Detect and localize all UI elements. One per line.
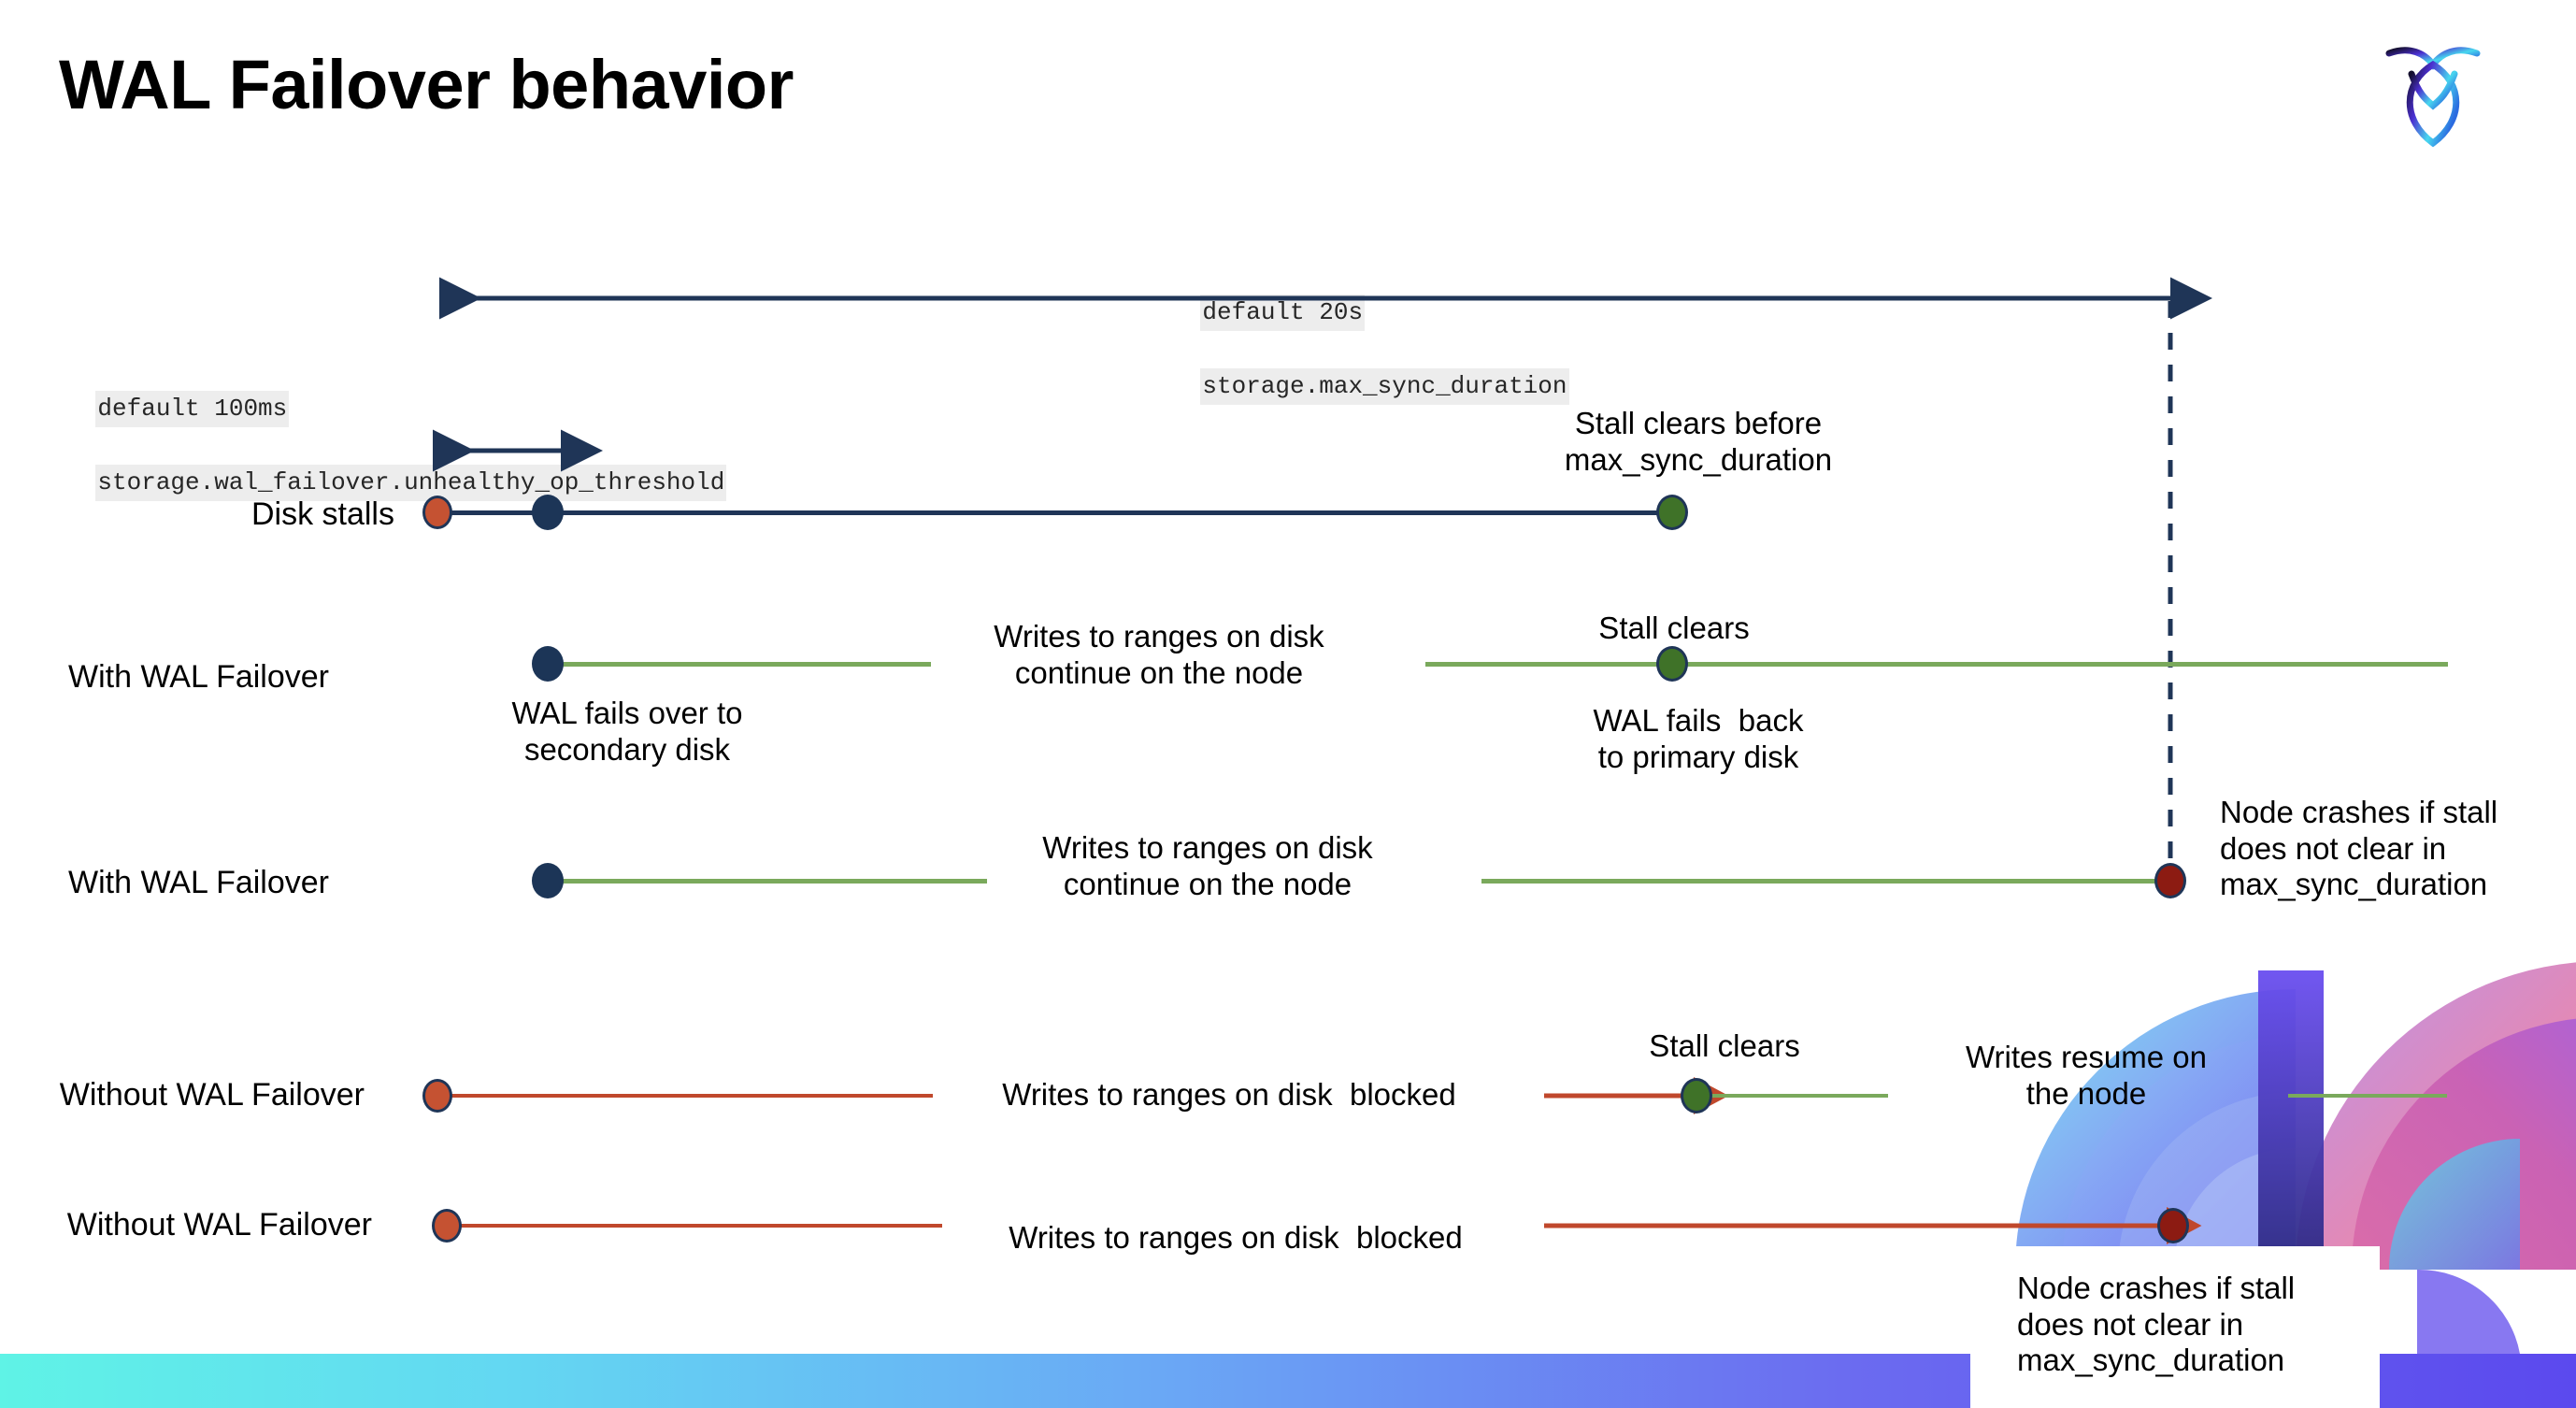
- annotation-wal-fails-over: WAL fails over to secondary disk: [511, 696, 743, 767]
- without-wal-failover-2-crash-dot: [2157, 1208, 2189, 1243]
- without-wal-failover-1-clear-dot: [1681, 1078, 1712, 1113]
- annotation-node-crashes-1: Node crashes if stall does not clear in …: [2220, 795, 2498, 902]
- annotation-wal-fails-back: WAL fails back to primary disk: [1593, 703, 1804, 774]
- with-wal-failover-2-segment-b: [1481, 879, 2164, 884]
- max-sync-duration-callout: default 20s storage.max_sync_duration: [1142, 257, 1569, 442]
- annotation-stall-clears-1: Stall clears: [1598, 611, 1750, 645]
- disk-stalls-threshold-dot: [532, 495, 564, 530]
- with-wal-failover-1-segment-b: [1425, 662, 2448, 667]
- without-wal-failover-2-start-dot: [432, 1209, 462, 1243]
- row-label-with-wal-failover-2: With WAL Failover: [68, 865, 329, 900]
- with-wal-failover-1-segment-a: [548, 662, 931, 667]
- annotation-writes-resume: Writes resume on the node: [1966, 1040, 2207, 1111]
- annotation-node-crashes-2: Node crashes if stall does not clear in …: [2017, 1271, 2296, 1378]
- without-wal-failover-1-start-dot: [422, 1079, 452, 1113]
- disk-stalls-clear-dot: [1656, 495, 1688, 530]
- unhealthy-op-threshold-callout: default 100ms storage.wal_failover.unhea…: [37, 353, 727, 539]
- annotation-writes-continue-2: Writes to ranges on disk continue on the…: [1042, 830, 1373, 901]
- annotation-stall-clears-2: Stall clears: [1649, 1028, 1800, 1063]
- with-wal-failover-2-failover-dot: [532, 863, 564, 898]
- max-sync-duration-name: storage.max_sync_duration: [1200, 367, 1569, 406]
- page-title: WAL Failover behavior: [59, 46, 794, 123]
- max-sync-duration-default: default 20s: [1200, 294, 1366, 332]
- without-wal-failover-1-segment-b: [1710, 1094, 1888, 1098]
- disk-stalls-start-dot: [422, 496, 452, 529]
- unhealthy-op-threshold-default: default 100ms: [95, 390, 290, 428]
- with-wal-failover-1-clear-dot: [1656, 646, 1688, 682]
- node-crashes-callout-box: Node crashes if stall does not clear in …: [1970, 1246, 2380, 1408]
- annotation-writes-blocked-2: Writes to ranges on disk blocked: [1009, 1220, 1463, 1255]
- row-label-without-wal-failover-2: Without WAL Failover: [66, 1207, 372, 1243]
- row-label-disk-stalls: Disk stalls: [250, 496, 394, 532]
- annotation-writes-blocked-1: Writes to ranges on disk blocked: [1002, 1077, 1456, 1112]
- annotation-writes-continue-1: Writes to ranges on disk continue on the…: [994, 619, 1324, 690]
- disk-stalls-timeline: [437, 510, 1671, 515]
- with-wal-failover-2-crash-dot: [2154, 863, 2186, 898]
- with-wal-failover-1-failover-dot: [532, 646, 564, 682]
- row-label-with-wal-failover-1: With WAL Failover: [68, 659, 329, 695]
- without-wal-failover-2-segment-a: [447, 1224, 942, 1228]
- cockroachdb-logo-icon: [2382, 33, 2484, 154]
- with-wal-failover-2-segment-a: [548, 879, 987, 884]
- annotation-stall-clears-before: Stall clears before max_sync_duration: [1564, 406, 1833, 477]
- without-wal-failover-1-segment-a: [437, 1094, 933, 1098]
- unhealthy-op-threshold-name: storage.wal_failover.unhealthy_op_thresh…: [95, 464, 727, 502]
- row-label-without-wal-failover-1: Without WAL Failover: [59, 1077, 365, 1113]
- without-wal-failover-1-segment-c: [2288, 1094, 2447, 1098]
